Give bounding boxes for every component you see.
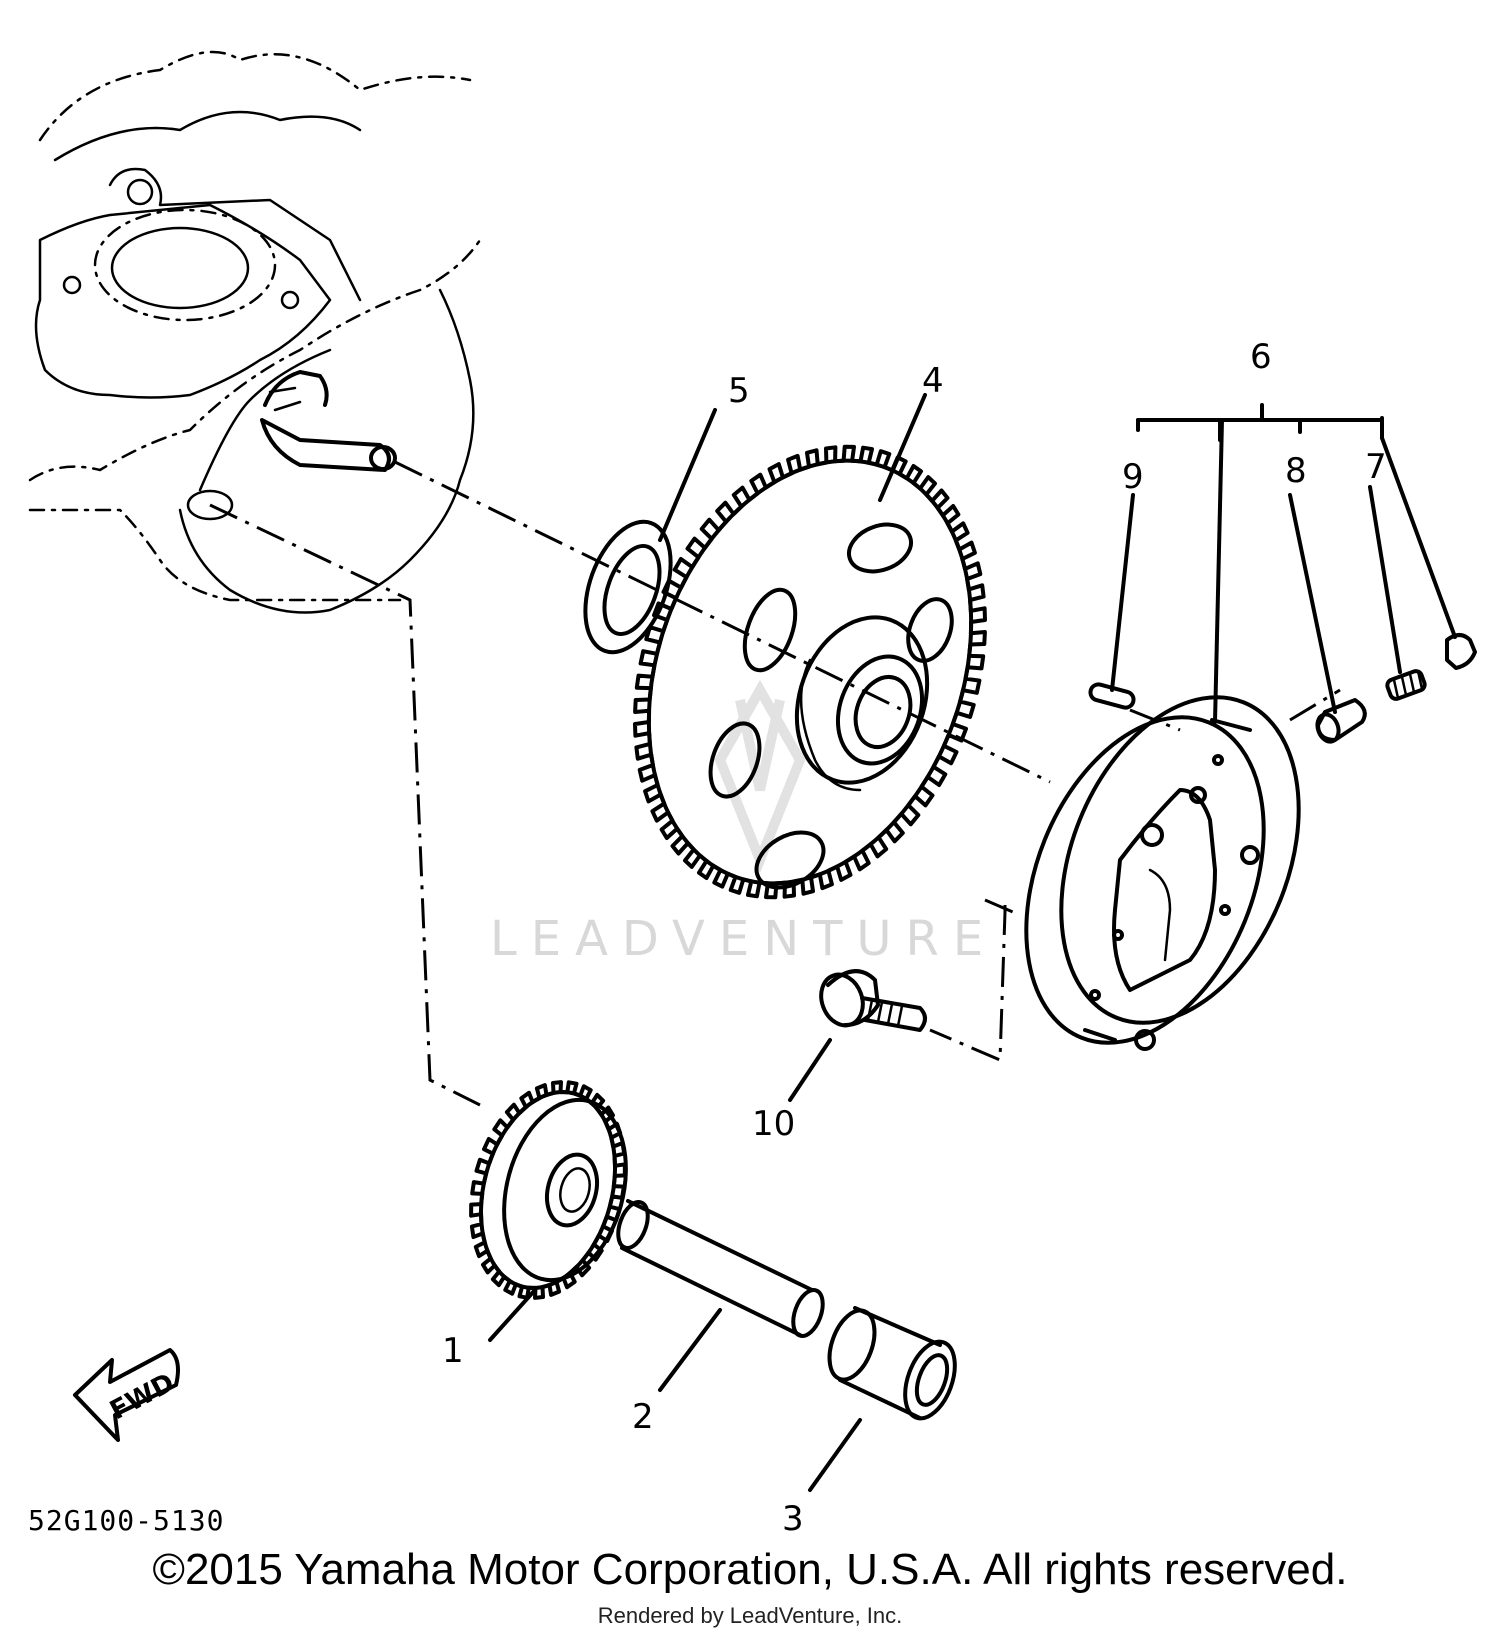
watermark-text: LEADVENTURE bbox=[490, 911, 997, 967]
drawing-code: 52G100-5130 bbox=[28, 1504, 224, 1537]
part-2-shaft bbox=[616, 1199, 825, 1338]
leader-lines bbox=[488, 393, 1457, 1492]
callout-8: 8 bbox=[1285, 451, 1307, 491]
gear-teeth bbox=[633, 444, 987, 900]
callout-9: 9 bbox=[1122, 457, 1144, 497]
plunger-cap bbox=[1445, 633, 1477, 670]
callout-3: 3 bbox=[782, 1499, 804, 1539]
callout-1: 1 bbox=[442, 1331, 464, 1371]
assembly-lines bbox=[209, 460, 1341, 1107]
part-4-gear bbox=[633, 444, 987, 900]
part-5-washer bbox=[583, 519, 673, 655]
part-1-small-gear bbox=[469, 1080, 628, 1300]
gear-teeth bbox=[469, 1080, 627, 1300]
part-7-spring bbox=[1385, 669, 1427, 701]
callout-5: 5 bbox=[728, 371, 750, 411]
callout-2: 2 bbox=[632, 1397, 654, 1437]
part-10-bolt bbox=[819, 969, 927, 1032]
fwd-arrow-icon: FWD bbox=[73, 1348, 180, 1442]
callout-7: 7 bbox=[1365, 447, 1387, 487]
callout-4: 4 bbox=[922, 361, 944, 401]
part-6-clutch-housing bbox=[1024, 695, 1301, 1051]
callout-numbers: 5 4 6 9 8 7 10 1 2 3 bbox=[442, 337, 1387, 1539]
part-3-bushing bbox=[827, 1306, 957, 1421]
copyright-notice: ©2015 Yamaha Motor Corporation, U.S.A. A… bbox=[152, 1545, 1348, 1594]
callout-6: 6 bbox=[1250, 337, 1272, 377]
part-8-roller bbox=[1315, 698, 1367, 744]
callout-10: 10 bbox=[752, 1104, 795, 1144]
rendered-by-credit: Rendered by LeadVenture, Inc. bbox=[597, 1603, 903, 1628]
watermark: LEADVENTURE bbox=[490, 679, 997, 967]
engine-crankcase bbox=[28, 50, 482, 614]
